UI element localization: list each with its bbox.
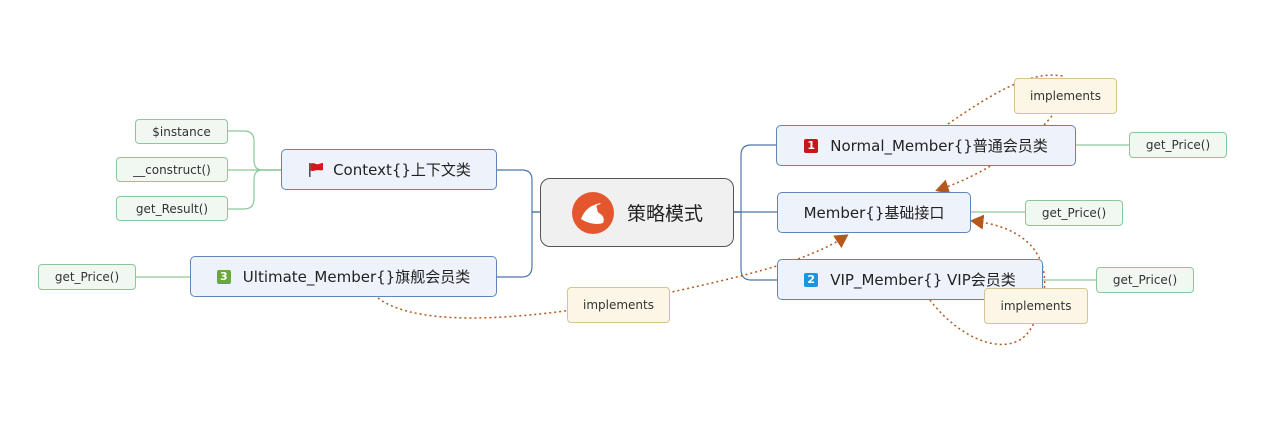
- connector-central-context: [497, 169, 540, 213]
- red-flag-icon: [309, 162, 324, 177]
- topic-context-label: Context{}上下文类: [333, 161, 471, 179]
- connector-central-vip: [734, 211, 777, 281]
- leaf-vip-get-price[interactable]: get_Price(): [1096, 267, 1194, 293]
- central-topic[interactable]: 策略模式: [540, 178, 734, 247]
- leaf-context-instance[interactable]: $instance: [135, 119, 228, 144]
- leaf-label: get_Price(): [1041, 206, 1107, 220]
- leaf-label: $instance: [152, 124, 211, 139]
- leaf-normal-get-price[interactable]: get_Price(): [1129, 132, 1227, 158]
- topic-member-label: Member{}基础接口: [803, 204, 945, 222]
- leaf-label: get_Result(): [135, 201, 209, 216]
- topic-context[interactable]: Context{}上下文类: [281, 149, 497, 190]
- leaf-label: get_Price(): [1145, 138, 1211, 152]
- topic-vip-label: VIP_Member{} VIP会员类: [830, 271, 1016, 289]
- priority-2-icon: 2: [804, 272, 819, 287]
- leaf-label: get_Price(): [1112, 273, 1178, 287]
- relationship-label-vip[interactable]: implements: [984, 288, 1088, 324]
- connector-context-instance: [228, 130, 281, 171]
- relationship-label-normal[interactable]: implements: [1014, 78, 1117, 114]
- relationship-text: implements: [1030, 89, 1101, 103]
- connector-central-ultimate: [497, 211, 540, 278]
- leaf-label: __construct(): [133, 162, 211, 177]
- relationship-text: implements: [583, 298, 654, 312]
- topic-ultimate-member[interactable]: 3 Ultimate_Member{}旗舰会员类: [190, 256, 497, 297]
- brand-logo-icon: [571, 191, 614, 234]
- relationship-vip-member: [929, 214, 1046, 346]
- leaf-context-get-result[interactable]: get_Result(): [116, 196, 228, 221]
- leaf-label: get_Price(): [54, 270, 120, 284]
- relationship-ultimate-member: [377, 234, 849, 319]
- relationship-label-ultimate[interactable]: implements: [567, 287, 670, 323]
- connector-central-normal: [734, 144, 776, 213]
- topic-normal-member[interactable]: 1 Normal_Member{}普通会员类: [776, 125, 1076, 166]
- priority-3-icon: 3: [216, 269, 231, 284]
- central-topic-label: 策略模式: [626, 203, 703, 225]
- leaf-member-get-price[interactable]: get_Price(): [1025, 200, 1123, 226]
- leaf-ultimate-get-price[interactable]: get_Price(): [38, 264, 136, 290]
- leaf-context-construct[interactable]: __construct(): [116, 157, 228, 182]
- topic-normal-label: Normal_Member{}普通会员类: [830, 137, 1048, 155]
- priority-1-icon: 1: [804, 138, 819, 153]
- connector-context-result: [228, 169, 281, 210]
- relationship-text: implements: [1000, 299, 1072, 313]
- topic-ultimate-label: Ultimate_Member{}旗舰会员类: [242, 268, 471, 286]
- topic-member-interface[interactable]: Member{}基础接口: [777, 192, 971, 233]
